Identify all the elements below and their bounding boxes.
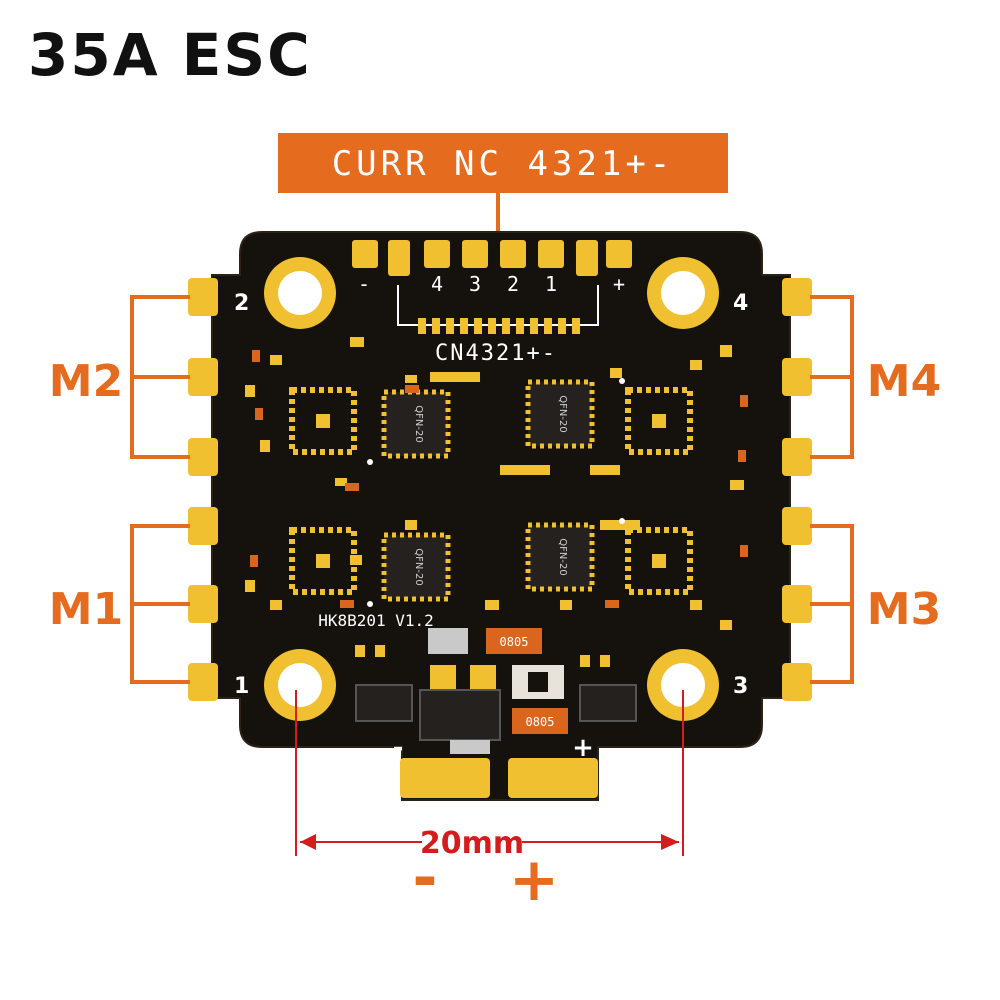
top-pin-labels: - 4 3 2 1 +: [358, 272, 625, 296]
left-motor-pads: [188, 278, 218, 701]
motor-labels: M2 M4 M1 M3: [49, 356, 941, 635]
corner-number-2: 2: [234, 291, 249, 316]
connector-label: CN4321+-: [435, 341, 557, 366]
pin-label-minus: -: [358, 272, 370, 296]
header-label-text: CURR NC 4321+-: [332, 144, 675, 184]
board-minus-sign: -: [393, 733, 404, 763]
chip-label: QFN-20: [557, 395, 568, 432]
bottom-plus-sign: +: [509, 845, 559, 915]
page-title: 35A ESC: [28, 21, 312, 89]
chip-label: QFN-20: [557, 538, 568, 575]
motor-label-m2: M2: [49, 356, 123, 407]
smd-resistors: [250, 350, 748, 608]
pin1-dots: [367, 378, 625, 607]
capacitor-label: 0805: [500, 635, 529, 649]
dimension-label: 20mm: [420, 826, 524, 861]
mounting-holes: [264, 257, 719, 721]
motor-label-m3: M3: [867, 584, 941, 635]
mcu-footprints: [289, 387, 693, 595]
pin-label-4: 4: [431, 272, 443, 296]
header-label-box: CURR NC 4321+-: [278, 133, 728, 238]
board-plus-sign: +: [572, 733, 594, 763]
power-pads: [400, 758, 598, 798]
qfn-chips: [381, 379, 595, 602]
pin-label-3: 3: [469, 272, 481, 296]
mounting-hole: [264, 257, 336, 329]
power-components: [355, 628, 637, 754]
chip-label: QFN-20: [413, 405, 424, 442]
model-label: HK8B201 V1.2: [318, 611, 434, 630]
pin-label-1: 1: [545, 272, 557, 296]
corner-numbers: 2 4 1 3: [234, 291, 748, 699]
corner-number-4: 4: [733, 291, 748, 316]
capacitors: [486, 628, 568, 734]
pcb-board: [211, 231, 791, 801]
bottom-minus-sign: -: [413, 843, 438, 913]
smd-components: [245, 337, 744, 691]
m1-bracket: [130, 524, 190, 684]
motor-label-m1: M1: [49, 584, 123, 635]
pin-label-plus: +: [613, 272, 625, 296]
m3-bracket: [810, 524, 854, 684]
pin-label-2: 2: [507, 272, 519, 296]
capacitor-label: 0805: [526, 715, 555, 729]
motor-label-m4: M4: [867, 356, 941, 407]
top-connector: [352, 240, 632, 334]
m2-bracket: [130, 295, 190, 459]
corner-number-1: 1: [234, 674, 249, 699]
chip-label: QFN-20: [413, 548, 424, 585]
mounting-hole: [264, 649, 336, 721]
mcu-center-pads: [316, 414, 666, 568]
m4-bracket: [810, 295, 854, 459]
dimension-line: [295, 690, 684, 856]
corner-number-3: 3: [733, 674, 748, 699]
qfn-chip-labels: QFN-20 QFN-20 QFN-20 QFN-20: [413, 395, 568, 585]
mounting-hole: [647, 649, 719, 721]
right-motor-pads: [782, 278, 812, 701]
mounting-hole: [647, 257, 719, 329]
